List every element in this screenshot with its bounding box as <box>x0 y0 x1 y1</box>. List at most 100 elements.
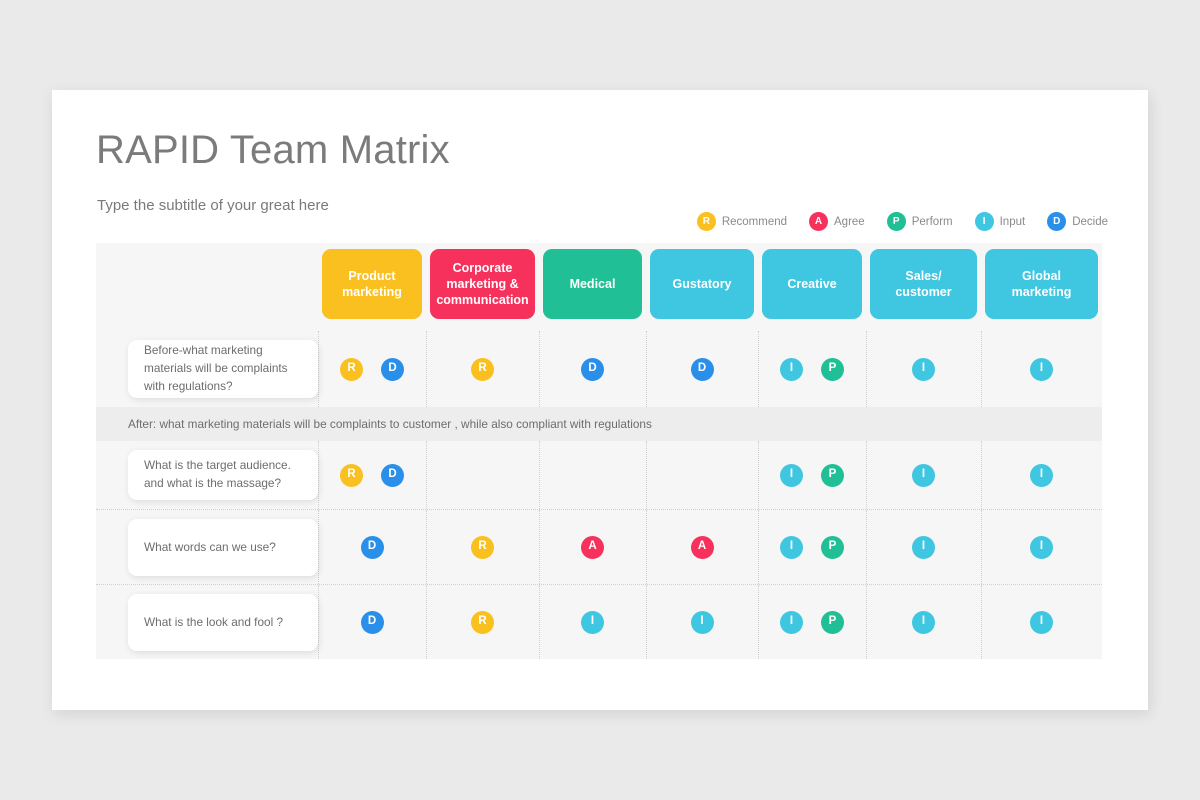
column-separator <box>866 441 867 509</box>
matrix-cell[interactable]: R <box>426 585 539 659</box>
after-banner: After: what marketing materials will be … <box>96 407 1102 441</box>
matrix-cell[interactable] <box>426 441 539 509</box>
role-badge-p-icon[interactable]: P <box>821 357 844 381</box>
legend-badge-i-icon: I <box>974 212 994 231</box>
matrix-cell[interactable]: I <box>866 510 981 584</box>
matrix-cell[interactable]: I <box>981 585 1102 659</box>
column-separator <box>866 331 867 407</box>
role-badge-p-icon[interactable]: P <box>821 535 844 559</box>
role-badge-d-icon[interactable]: D <box>690 357 714 381</box>
role-badge-r-icon[interactable]: R <box>471 357 494 381</box>
column-separator <box>981 441 982 509</box>
legend-item-decide: D Decide <box>1047 212 1108 231</box>
role-badge-a-icon[interactable]: A <box>690 535 714 559</box>
legend-badge-a-icon: A <box>809 212 829 231</box>
column-header-chip[interactable]: Gustatory <box>650 249 754 319</box>
column-header-chip[interactable]: Product marketing <box>322 249 422 319</box>
matrix-cell[interactable]: D <box>318 585 426 659</box>
role-badge-r-icon[interactable]: R <box>471 535 494 559</box>
matrix-cell[interactable]: A <box>539 510 646 584</box>
matrix-cell[interactable]: D <box>646 331 758 407</box>
role-badge-p-icon[interactable]: P <box>821 610 844 634</box>
role-badge-i-icon[interactable]: I <box>780 535 803 559</box>
role-badge-i-icon[interactable]: I <box>912 463 935 487</box>
role-badge-r-icon[interactable]: R <box>340 463 363 487</box>
page-title: RAPID Team Matrix <box>96 128 450 172</box>
column-separator <box>539 510 540 584</box>
role-badge-i-icon[interactable]: I <box>912 357 935 381</box>
matrix-cell[interactable]: I <box>981 441 1102 509</box>
column-separator <box>318 585 319 659</box>
role-badge-i-icon[interactable]: I <box>1030 610 1053 634</box>
matrix-cell[interactable]: R <box>426 331 539 407</box>
column-separator <box>646 585 647 659</box>
matrix-cell[interactable] <box>539 441 646 509</box>
matrix-cell[interactable]: I <box>646 585 758 659</box>
matrix-cell[interactable]: I <box>866 331 981 407</box>
role-badge-i-icon[interactable]: I <box>912 610 935 634</box>
column-separator <box>866 510 867 584</box>
column-separator <box>318 510 319 584</box>
role-badge-i-icon[interactable]: I <box>780 610 803 634</box>
row-label-card[interactable]: What is the target audience. and what is… <box>128 450 318 500</box>
column-separator <box>646 441 647 509</box>
role-badge-i-icon[interactable]: I <box>1030 535 1053 559</box>
role-badge-a-icon[interactable]: A <box>581 535 604 559</box>
column-header-chip[interactable]: Creative <box>762 249 862 319</box>
legend-label: Decide <box>1072 215 1108 228</box>
legend-label: Input <box>999 215 1026 228</box>
role-badge-d-icon[interactable]: D <box>360 535 384 559</box>
matrix-cell[interactable]: I <box>981 331 1102 407</box>
matrix-cell[interactable]: I <box>981 510 1102 584</box>
column-separator <box>981 331 982 407</box>
row-label-card[interactable]: Before-what marketing materials will be … <box>128 340 318 398</box>
role-badge-i-icon[interactable]: I <box>780 463 803 487</box>
matrix-cell[interactable]: I <box>866 585 981 659</box>
role-badge-i-icon[interactable]: I <box>1030 357 1053 381</box>
column-header-chip[interactable]: Global marketing <box>985 249 1098 319</box>
legend-item-input: I Input <box>974 212 1026 231</box>
role-badge-r-icon[interactable]: R <box>471 610 494 634</box>
row-label-card[interactable]: What is the look and fool ? <box>128 594 318 651</box>
role-badge-i-icon[interactable]: I <box>912 535 935 559</box>
column-separator <box>981 585 982 659</box>
legend-badge-d-icon: D <box>1047 212 1067 231</box>
matrix-cell[interactable]: I <box>539 585 646 659</box>
column-header-chip[interactable]: Sales/ customer <box>870 249 977 319</box>
matrix-cell[interactable] <box>646 441 758 509</box>
column-separator <box>758 331 759 407</box>
row-label-card[interactable]: What words can we use? <box>128 519 318 576</box>
matrix-cell[interactable]: I <box>866 441 981 509</box>
legend-label: Perform <box>911 215 953 228</box>
column-separator <box>318 441 319 509</box>
role-badge-i-icon[interactable]: I <box>690 610 714 634</box>
matrix-cell[interactable]: A <box>646 510 758 584</box>
column-separator <box>981 510 982 584</box>
matrix-cell[interactable]: D <box>318 510 426 584</box>
role-badge-d-icon[interactable]: D <box>581 357 604 381</box>
role-badge-d-icon[interactable]: D <box>381 463 404 487</box>
after-banner-text: After: what marketing materials will be … <box>128 417 652 431</box>
column-header-chip[interactable]: Corporate marketing & communication <box>430 249 535 319</box>
role-badge-i-icon[interactable]: I <box>581 610 604 634</box>
role-badge-i-icon[interactable]: I <box>780 357 803 381</box>
role-badge-p-icon[interactable]: P <box>821 463 844 487</box>
column-header-chip[interactable]: Medical <box>543 249 642 319</box>
matrix-cell[interactable]: D <box>539 331 646 407</box>
role-badge-r-icon[interactable]: R <box>340 357 363 381</box>
role-badge-d-icon[interactable]: D <box>381 357 404 381</box>
slide-card: RAPID Team Matrix Type the subtitle of y… <box>52 90 1148 710</box>
role-badge-i-icon[interactable]: I <box>1030 463 1053 487</box>
legend-label: Agree <box>834 215 865 228</box>
matrix-cell[interactable]: R <box>426 510 539 584</box>
role-badge-d-icon[interactable]: D <box>360 610 384 634</box>
